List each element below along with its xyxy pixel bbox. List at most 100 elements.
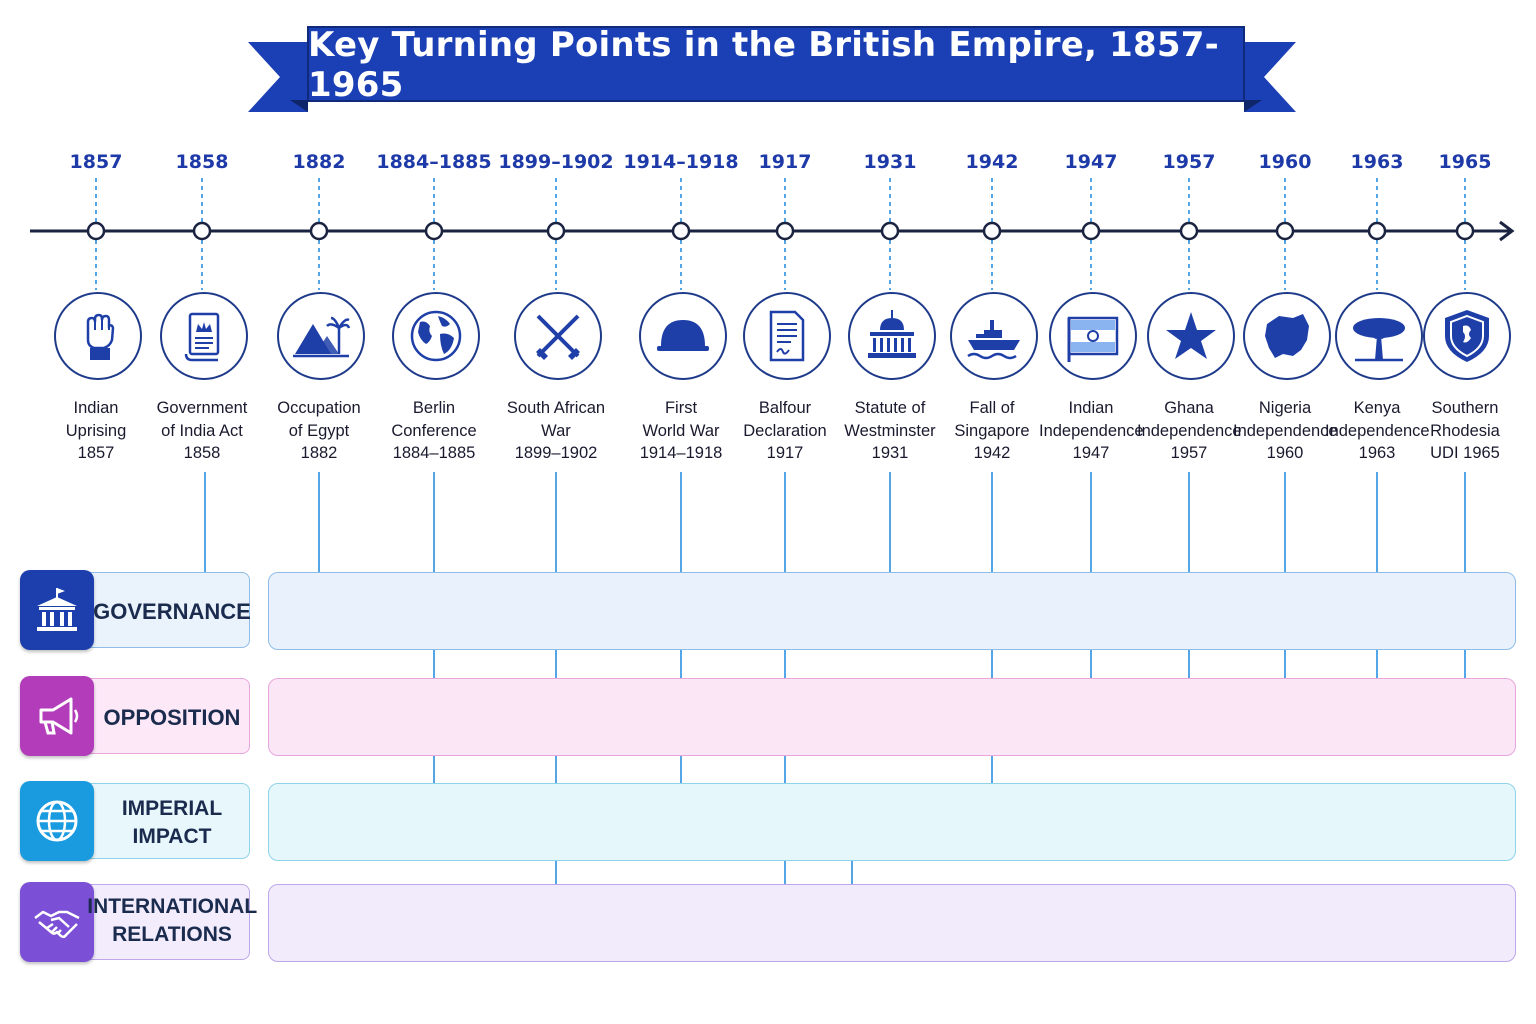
flag-india-icon bbox=[1067, 316, 1119, 362]
event-label-line: Ghana bbox=[1164, 399, 1214, 417]
event-label-line: Berlin bbox=[412, 399, 456, 417]
pyramids-palm-icon bbox=[293, 316, 351, 358]
handshake-icon bbox=[34, 910, 80, 939]
megaphone-icon-box bbox=[20, 676, 94, 756]
event-label-line: 1947 bbox=[1072, 444, 1110, 462]
event-label-line: World War bbox=[642, 421, 720, 440]
event-label-line: Indian bbox=[73, 399, 119, 417]
event-label-line: First bbox=[664, 399, 698, 417]
handshake-icon-box bbox=[20, 882, 94, 962]
event-label-line: of Egypt bbox=[288, 421, 350, 440]
lane-band-governance bbox=[268, 572, 1516, 650]
event-label-line: Conference bbox=[391, 421, 477, 440]
event-label-line: Nigeria bbox=[1258, 399, 1312, 417]
event-label-line: 1884–1885 bbox=[392, 444, 476, 462]
timeline-arrowhead bbox=[1499, 220, 1515, 242]
timeline-dot bbox=[424, 221, 444, 241]
event-label-line: Rhodesia bbox=[1430, 421, 1500, 440]
globe-icon bbox=[410, 310, 462, 362]
timeline-dot bbox=[309, 221, 329, 241]
lane-band-opposition bbox=[268, 678, 1516, 756]
event-label-line: Kenya bbox=[1353, 399, 1401, 417]
event-icon-circle bbox=[1147, 292, 1235, 380]
timeline-dot bbox=[546, 221, 566, 241]
year-label: 1858 bbox=[175, 151, 229, 173]
government-building-icon bbox=[37, 588, 77, 631]
year-label: 1857 bbox=[69, 151, 123, 173]
event-icon-circle bbox=[54, 292, 142, 380]
event-icon-circle bbox=[277, 292, 365, 380]
warship-icon bbox=[967, 320, 1020, 360]
event-label-line: 1917 bbox=[766, 444, 804, 462]
event-label-line: 1858 bbox=[183, 444, 221, 462]
event-label-line: 1960 bbox=[1266, 444, 1304, 462]
timeline-dot bbox=[775, 221, 795, 241]
event-icon-circle bbox=[1423, 292, 1511, 380]
banner-right-tail bbox=[1244, 42, 1296, 112]
year-label: 1931 bbox=[863, 151, 917, 173]
star-icon bbox=[1166, 312, 1216, 359]
event-label-line: 1942 bbox=[973, 444, 1011, 462]
government-building-icon-box bbox=[20, 570, 94, 650]
lane-band-international-relations bbox=[268, 884, 1516, 962]
event-label-line: 1963 bbox=[1358, 444, 1396, 462]
helmet-icon bbox=[657, 320, 709, 351]
event-label-line: 1931 bbox=[871, 444, 909, 462]
lane-label-international-relations: INTERNATIONAL RELATIONS bbox=[87, 895, 258, 946]
event-label-line: 1957 bbox=[1170, 444, 1208, 462]
event-icon-circle bbox=[1049, 292, 1137, 380]
event-label-line: Southern bbox=[1431, 399, 1499, 417]
event-label-line: Independence bbox=[1325, 421, 1430, 440]
page-title: Key Turning Points in the British Empire… bbox=[308, 25, 1219, 105]
timeline-dot bbox=[1275, 221, 1295, 241]
year-label: 1957 bbox=[1162, 151, 1216, 173]
event-icon-circle bbox=[743, 292, 831, 380]
lane-label-imperial-impact: IMPERIAL IMPACT bbox=[121, 797, 223, 848]
event-label-line: Independence bbox=[1233, 421, 1338, 440]
event-icon-circle bbox=[848, 292, 936, 380]
event-icon-circle bbox=[514, 292, 602, 380]
event-label-line: Statute of bbox=[854, 399, 926, 417]
event-label: Fall of Singapore 1942 bbox=[940, 397, 1044, 465]
document-icon bbox=[769, 310, 805, 362]
timeline-dot bbox=[86, 221, 106, 241]
event-label-line: Singapore bbox=[954, 421, 1030, 440]
lane-band-imperial-impact bbox=[268, 783, 1516, 861]
year-label: 1947 bbox=[1064, 151, 1118, 173]
event-label-line: Occupation bbox=[277, 399, 361, 417]
event-label-line: South African bbox=[506, 399, 606, 417]
lane-label-governance: GOVERNANCE bbox=[93, 599, 251, 624]
event-icon-circle bbox=[392, 292, 480, 380]
year-label: 1884–1885 bbox=[376, 151, 492, 173]
timeline-dot bbox=[1081, 221, 1101, 241]
event-label-line: Fall of bbox=[969, 399, 1015, 417]
event-label-line: UDI 1965 bbox=[1430, 444, 1500, 462]
year-label: 1942 bbox=[965, 151, 1019, 173]
event-label-line: Indian bbox=[1068, 399, 1114, 417]
timeline-dot bbox=[1455, 221, 1475, 241]
event-label-line: Balfour bbox=[758, 399, 812, 417]
event-icon-circle bbox=[160, 292, 248, 380]
event-icon-circle bbox=[1335, 292, 1423, 380]
scroll-crown-icon bbox=[184, 312, 220, 362]
event-label-line: Independence bbox=[1039, 421, 1144, 440]
event-icon-circle bbox=[950, 292, 1038, 380]
event-label-line: Uprising bbox=[65, 421, 127, 440]
year-label: 1917 bbox=[758, 151, 812, 173]
raised-fist-icon bbox=[86, 313, 115, 360]
event-label-line: of India Act bbox=[161, 421, 243, 440]
year-label: 1965 bbox=[1438, 151, 1492, 173]
timeline-dot bbox=[880, 221, 900, 241]
year-label: 1882 bbox=[292, 151, 346, 173]
event-label-line: Independence bbox=[1137, 421, 1242, 440]
